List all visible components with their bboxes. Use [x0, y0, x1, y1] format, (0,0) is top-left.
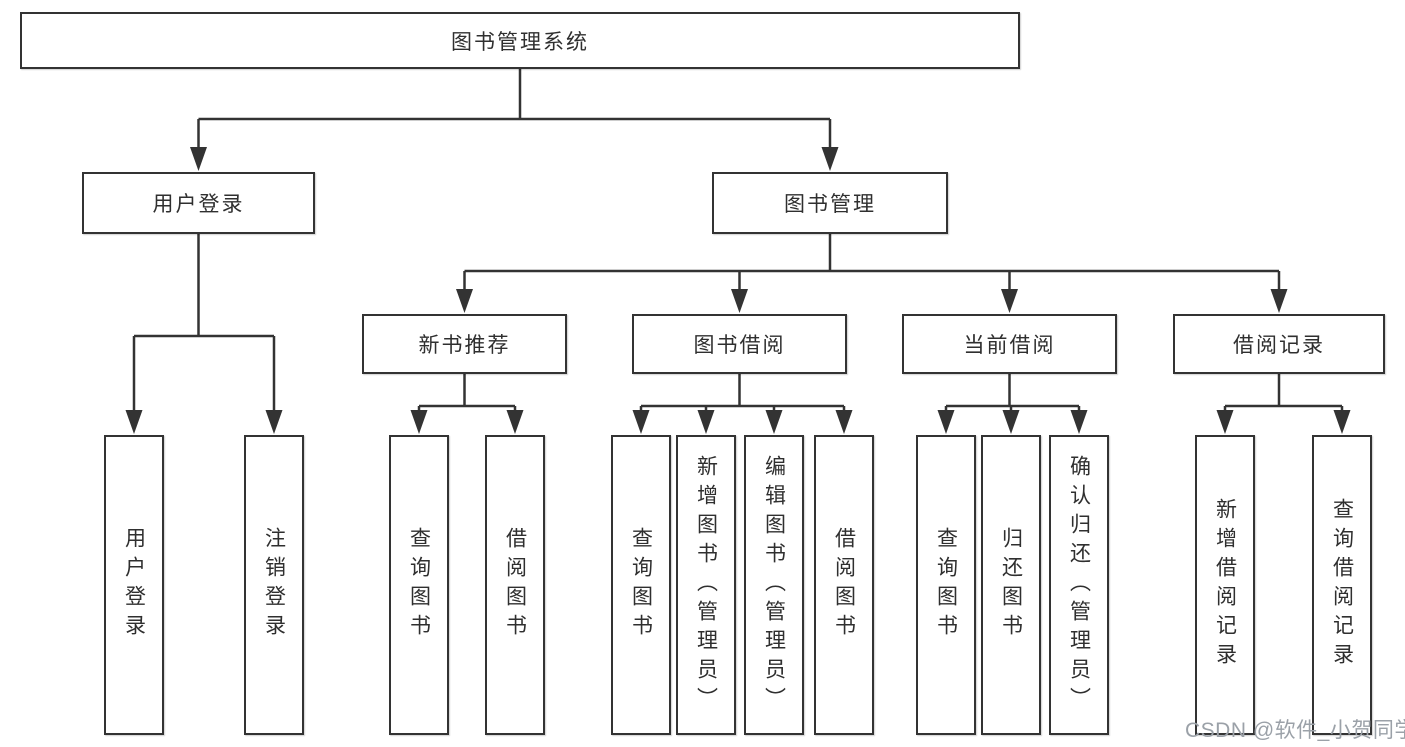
leaf-borrow-books: 借阅图书: [814, 435, 874, 735]
leaf-query-books-borrow: 查询图书: [611, 435, 671, 735]
node-book-management: 图书管理: [712, 172, 948, 234]
leaf-add-borrow-record: 新增借阅记录: [1195, 435, 1255, 735]
leaf-query-borrow-record: 查询借阅记录: [1312, 435, 1372, 735]
leaf-add-books-admin: 新增图书（管理员）: [676, 435, 736, 735]
arrowheads: [125, 147, 1351, 434]
leaf-return-books: 归还图书: [981, 435, 1041, 735]
leaf-query-books-current: 查询图书: [916, 435, 976, 735]
leaf-confirm-return-admin: 确认归还（管理员）: [1049, 435, 1109, 735]
leaf-edit-books-admin: 编辑图书（管理员）: [744, 435, 804, 735]
node-new-book-recommendation: 新书推荐: [362, 314, 567, 374]
leaf-logout: 注销登录: [244, 435, 304, 735]
csdn-watermark: CSDN @软件_小贺同学: [1185, 719, 1405, 742]
node-book-borrowing: 图书借阅: [632, 314, 847, 374]
node-borrowing-records: 借阅记录: [1173, 314, 1385, 374]
node-current-borrowing: 当前借阅: [902, 314, 1117, 374]
leaf-user-login: 用户登录: [104, 435, 164, 735]
connector-root-to-level2: [197, 69, 832, 150]
connector-bookmgmt-to-level3: [463, 234, 1281, 292]
leaf-borrow-books-recommend: 借阅图书: [485, 435, 545, 735]
node-user-login: 用户登录: [82, 172, 315, 234]
node-library-management-system: 图书管理系统: [20, 12, 1020, 69]
leaf-query-books-recommend: 查询图书: [389, 435, 449, 735]
connector-userlogin-to-leaves: [132, 234, 276, 412]
connector-level3-to-leaves: [417, 374, 1344, 412]
